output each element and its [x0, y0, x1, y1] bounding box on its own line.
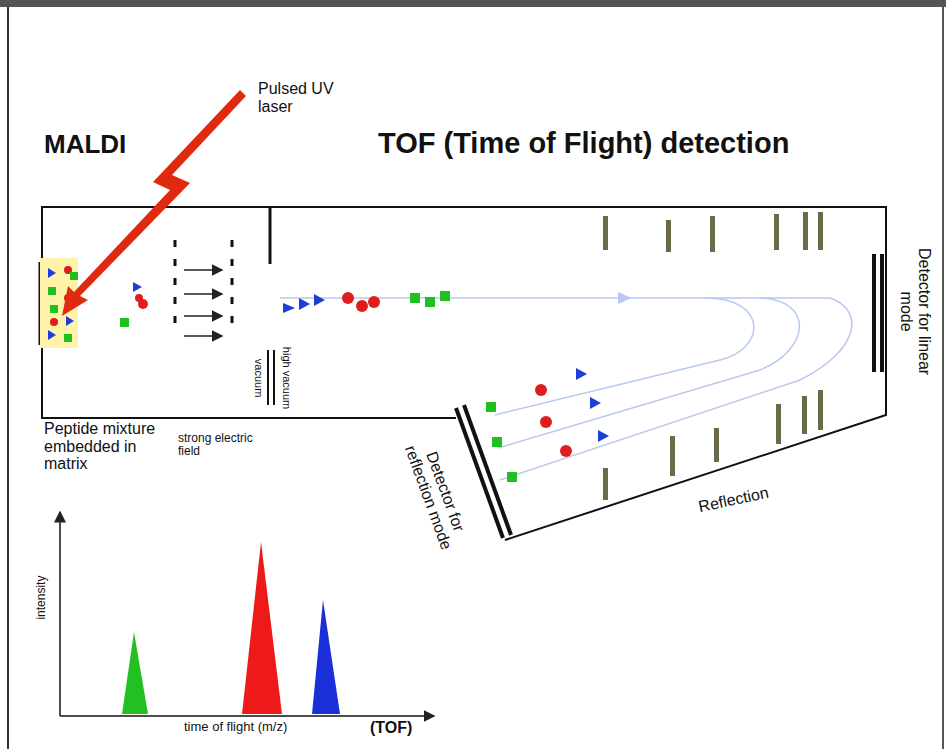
laser-label: Pulsed UV laser	[258, 80, 358, 115]
axis-label: (TOF)	[370, 719, 412, 737]
linear-detector-label: Detector for linear mode	[897, 247, 932, 377]
axis-label: intensity	[35, 576, 48, 620]
axis-label: time of flight (m/z)	[184, 720, 287, 734]
high-vacuum-label: high vacuum	[281, 347, 293, 409]
heading: TOF (Time of Flight) detection	[378, 128, 789, 160]
sample-label: Peptide mixture embedded in matrix	[44, 420, 162, 473]
vacuum-label: vacuum	[253, 359, 265, 398]
field-label: strong electric field	[178, 432, 258, 458]
maldi-heading: MALDI	[44, 130, 126, 159]
reflector-label: Reflection	[697, 484, 770, 516]
